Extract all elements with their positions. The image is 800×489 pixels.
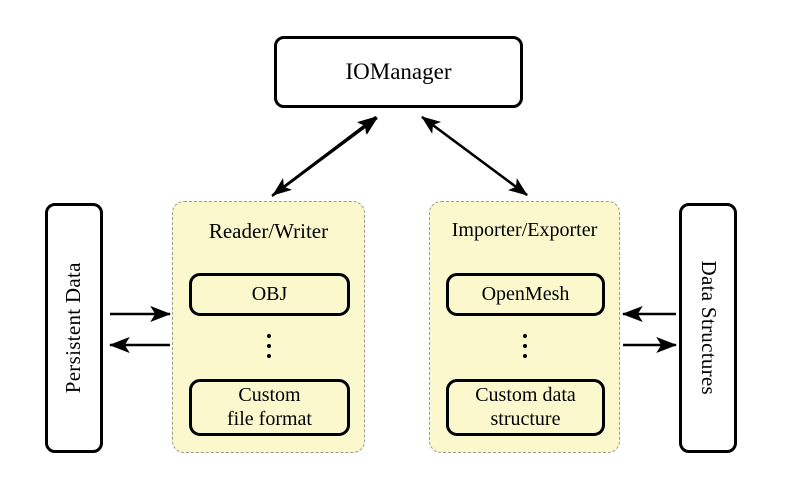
persistent-data-label: Persistent Data	[61, 262, 86, 394]
node-custom-data-structure-line1: Custom data	[475, 383, 576, 406]
node-custom-file-format-line1: Custom	[238, 383, 301, 406]
node-custom-data-structure-line2: structure	[490, 407, 561, 430]
dot	[522, 354, 527, 358]
iomanager-label: IOManager	[345, 59, 452, 85]
dot	[522, 344, 527, 348]
dot	[522, 334, 527, 338]
panel-importer-exporter[interactable]: Importer/Exporter OpenMesh Custom data s…	[429, 201, 620, 453]
persistent-data-node[interactable]: Persistent Data	[45, 203, 103, 453]
connector-iomanager-reader-writer	[271, 116, 378, 197]
ellipsis-importer-exporter	[430, 328, 619, 358]
dot	[266, 344, 271, 348]
dot	[266, 334, 271, 338]
dot	[266, 354, 271, 358]
node-custom-data-structure[interactable]: Custom data structure	[446, 379, 605, 436]
ellipsis-reader-writer	[173, 328, 364, 358]
data-structures-label: Data Structures	[696, 260, 721, 396]
node-openmesh-label: OpenMesh	[481, 282, 570, 305]
iomanager-node[interactable]: IOManager	[274, 36, 523, 108]
node-openmesh[interactable]: OpenMesh	[446, 273, 605, 316]
node-obj-label: OBJ	[251, 282, 288, 305]
node-obj[interactable]: OBJ	[189, 273, 350, 316]
node-custom-file-format-line2: file format	[227, 407, 312, 430]
node-custom-file-format[interactable]: Custom file format	[189, 379, 350, 436]
panel-reader-writer[interactable]: Reader/Writer OBJ Custom file format	[172, 201, 365, 453]
connector-iomanager-importer-exporter	[421, 116, 528, 196]
panel-importer-exporter-title: Importer/Exporter	[451, 219, 598, 241]
data-structures-node[interactable]: Data Structures	[679, 203, 737, 453]
panel-reader-writer-title: Reader/Writer	[208, 219, 329, 243]
